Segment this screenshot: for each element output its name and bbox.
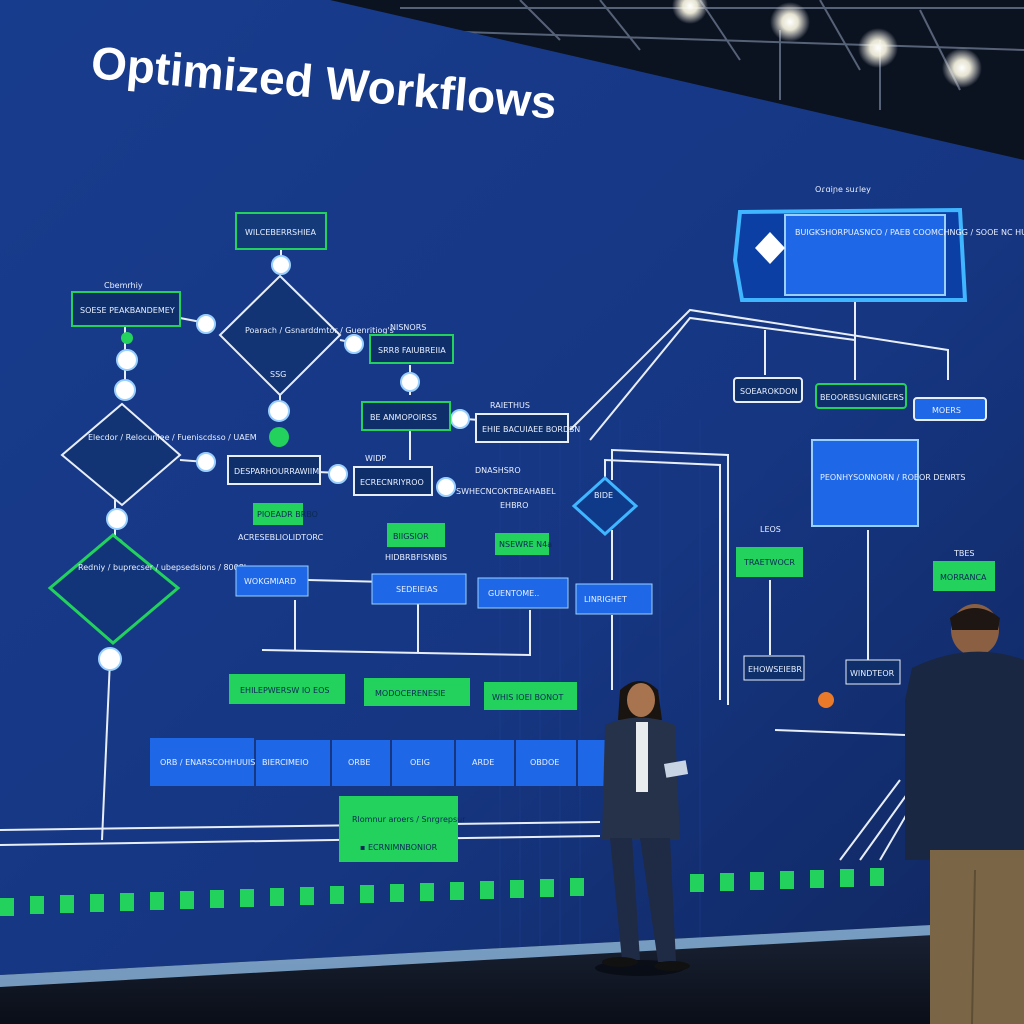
swhene-label: SWHECNCOKTBEAHABEL [456, 487, 556, 496]
bottom-green-1-label: EHILEPWERSW IO EOS [240, 686, 329, 695]
blue-bar-3-label: GUENTOME.. [488, 589, 539, 598]
top-right-panel-inner [784, 214, 946, 296]
blue-bar-2-label: SEDEIEIAS [396, 585, 438, 594]
blue-bar-2 [371, 573, 467, 605]
green-dot-strip [0, 868, 884, 916]
wide-box-label: DESPARHOURRAWIIM [234, 467, 319, 476]
right-box-3-label: MOERS [932, 406, 961, 415]
mid-box-3-label: EHIE BACUIAEE BORDSN [482, 425, 580, 434]
right-green-2-label: MORRANCA [940, 573, 987, 582]
nisnors-label: NISNORS [390, 323, 426, 332]
bottom-green-2-label: MODOCERENESIE [375, 689, 445, 698]
raiethus-label: RAIETHUS [490, 401, 530, 410]
mid-box-1 [369, 334, 454, 364]
bottom-green-3-label: WHIS IOEI BONOT [492, 693, 563, 702]
bottom-blue-row [150, 738, 608, 786]
green-box-2 [387, 523, 445, 547]
green-box-1-label: PIOEADR BRBO [257, 510, 318, 519]
green-box-2-label: BIIGSIOR [393, 532, 429, 541]
center-foot-note: ▪ ECRNIMNBONIOR [360, 843, 438, 852]
bottom-green-1 [229, 674, 345, 704]
mid-box-2 [361, 401, 451, 431]
row-cell-5: ARDE [472, 758, 494, 767]
right-box-1-label: SOEAROKDON [740, 387, 797, 396]
box-ecre [353, 466, 433, 496]
diamond3-label: Redniy / buprecser / ubepsedsions / 8008… [78, 563, 246, 572]
tag-leos: LEOS [760, 525, 781, 534]
row-cell-2: BIERCIMEIO [262, 758, 309, 767]
tag-tbes: TBES [953, 549, 975, 558]
orange-marker [818, 692, 834, 708]
panel-diamond-icon [755, 232, 785, 264]
green-box-3 [495, 533, 549, 555]
right-box-1 [733, 377, 803, 403]
top-box [235, 212, 327, 250]
sub-note-2: HIDBRBFISNBIS [385, 553, 447, 562]
left-note: Cbemrhiy [104, 281, 143, 290]
sub-note-1: ACRESEBLIOLIDTORC [238, 533, 324, 542]
blue-bar-4-label: LINRIGHET [584, 595, 627, 604]
row-cell-3: ORBE [348, 758, 370, 767]
diamond2-label: Elecdor / Relocunlee / Fueniscdsso / UAE… [88, 433, 257, 442]
right-blue-1 [743, 655, 805, 681]
dnashsro-label: DNASHSRO [475, 466, 521, 475]
stage-floor [0, 920, 1024, 1024]
blue-bar-4 [575, 583, 653, 615]
stage-lights [672, 0, 982, 88]
diamond1-label: Poarach / Gsnarddmtor / Guenritiog's [245, 326, 394, 335]
right-green-2 [933, 561, 995, 591]
blue-bar-1-label: WOKGMIARD [244, 577, 296, 586]
mid-box-3 [475, 413, 569, 443]
blue-bar-3 [477, 577, 569, 609]
center-green-box [339, 796, 458, 862]
center-green-label: Rlomnur aroers / Snrgrepsur [352, 815, 466, 824]
row-cell-4: OEIG [410, 758, 430, 767]
right-blue-2 [845, 659, 901, 685]
ehbro-label: EHBRO [500, 501, 528, 510]
right-green-1 [736, 547, 803, 577]
right-green-1-label: TRAETWOCR [743, 558, 795, 567]
flow-nodes [98, 255, 470, 671]
left-box [71, 291, 181, 327]
top-panel-label: BUIGKSHORPUASNCO / PAEB COOMCHNGG / SOOE… [795, 228, 1024, 237]
decision-diamond-2 [60, 402, 182, 507]
box-ecre-label: ECRECNRIYROO [360, 478, 424, 487]
decision-diamond-1 [218, 274, 342, 397]
floor-edge-light [0, 920, 1024, 987]
decision-diamond-3 [47, 533, 181, 645]
blue-bar-1 [235, 565, 309, 597]
left-box-label: SOESE PEAKBANDEMEY [80, 306, 175, 315]
presenter-left [595, 681, 690, 976]
right-panel-label: PEONHYSONNORN / ROEOR DENRTS [820, 473, 965, 482]
mid-box-2-label: BE ANMOPOIRSS [370, 413, 437, 422]
presenter-right [905, 604, 1024, 1024]
diamond1-tag: SSG [270, 370, 286, 379]
right-panel [811, 439, 919, 527]
bottom-green-2 [364, 678, 470, 706]
right-box-2-label: BEOORBSUGNIIGERS [820, 393, 904, 402]
row-cell-6: OBDOE [530, 758, 559, 767]
right-box-3 [913, 397, 987, 421]
flow-connectors [0, 250, 949, 861]
right-blue-2-label: WINDTEOR [850, 669, 895, 678]
widp-label: WIDP [365, 454, 386, 463]
wide-box [227, 455, 321, 485]
corner-label: Oɾɑiɲe suɾley [815, 185, 871, 194]
right-blue-1-label: EHOWSEIEBR [748, 665, 802, 674]
green-box-3-label: NSEWRE N4a [499, 540, 552, 549]
right-box-2 [815, 383, 907, 409]
row-cell-1: ORB / ENARSCOHHUUIS [160, 758, 255, 767]
mid-box-1-label: SRR8 FAIUBREIIA [378, 346, 446, 355]
green-box-1 [253, 503, 303, 525]
bottom-green-3 [484, 682, 577, 710]
small-rhombus [571, 475, 639, 537]
small-rhombus-label: BIDE [594, 491, 613, 500]
top-box-label: WILCEBERRSHIEA [245, 228, 317, 237]
